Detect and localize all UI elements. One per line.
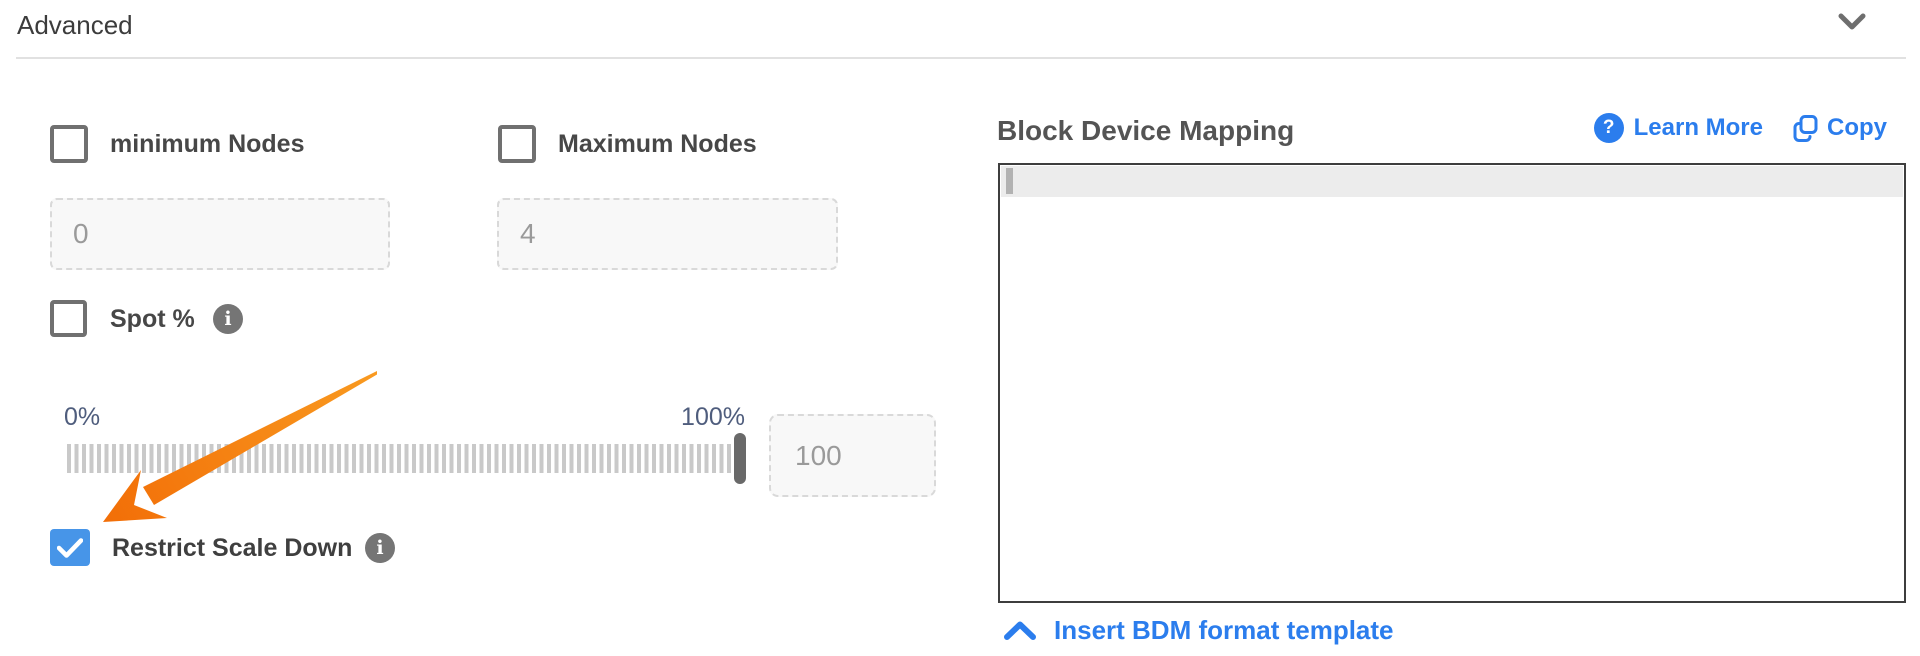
slider-max-label: 100% [681,403,745,431]
copy-icon [1793,115,1818,142]
spot-percent-label: Spot % [110,305,195,333]
copy-label: Copy [1827,114,1887,141]
checkmark-icon [57,537,83,558]
spot-percent-checkbox[interactable] [50,300,87,337]
question-circle-icon: ? [1593,113,1624,143]
restrict-scale-down-label: Restrict Scale Down [112,534,353,562]
slider-min-label: 0% [64,403,101,431]
bdm-section-title: Block Device Mapping [997,115,1295,146]
insert-bdm-template-label: Insert BDM format template [1054,615,1394,645]
info-icon[interactable]: i [213,304,243,334]
chevron-down-icon[interactable] [1838,12,1866,32]
minimum-nodes-input[interactable] [50,198,390,270]
spot-percent-value-input[interactable] [769,414,936,497]
slider-range-labels: 0% 100% [64,403,745,432]
minimum-nodes-checkbox[interactable] [50,125,88,163]
chevron-up-icon [1004,621,1036,640]
restrict-scale-down-checkbox[interactable] [50,529,90,566]
bdm-textarea[interactable] [998,163,1906,603]
maximum-nodes-input[interactable] [497,198,838,270]
info-icon[interactable]: i [365,533,395,563]
minimum-nodes-label: minimum Nodes [110,130,305,158]
spot-percent-slider-track[interactable] [67,444,740,473]
active-line-highlight [1001,166,1903,197]
maximum-nodes-label: Maximum Nodes [558,130,757,158]
spot-percent-slider-handle[interactable] [734,433,746,484]
copy-button[interactable]: Copy [1793,114,1887,142]
maximum-nodes-checkbox[interactable] [498,125,536,163]
text-cursor [1006,168,1013,194]
learn-more-link[interactable]: ? Learn More [1593,113,1763,143]
section-divider [16,57,1906,59]
learn-more-label: Learn More [1633,114,1763,141]
insert-bdm-template-link[interactable]: Insert BDM format template [1003,615,1394,646]
section-title: Advanced [17,10,133,40]
